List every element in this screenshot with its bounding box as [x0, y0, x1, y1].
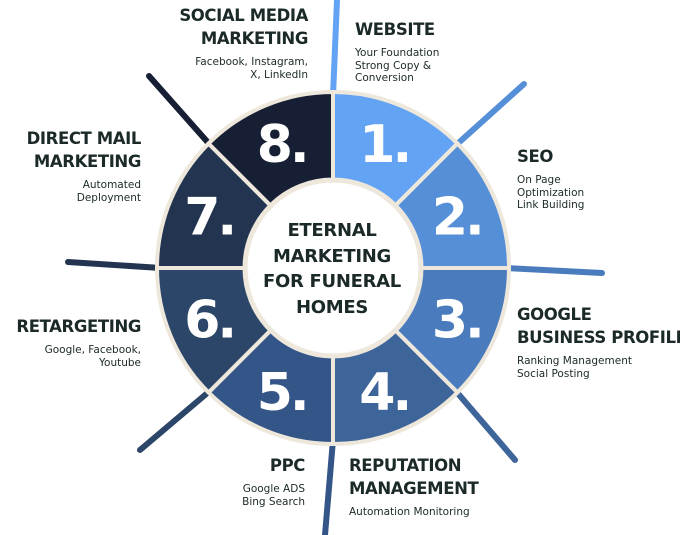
subtitle-line: Automation Monitoring [349, 506, 470, 518]
subtitle-line: Ranking Management [517, 355, 632, 367]
segment-number: 6. [184, 290, 234, 350]
center-circle [242, 177, 424, 359]
subtitle-line: Facebook, Instagram, [195, 56, 308, 68]
center-title-line: ETERNAL [287, 220, 377, 241]
segment-title: BUSINESS PROFILE [517, 328, 680, 347]
ring-outline [155, 90, 511, 446]
segment-subtitle: Google, Facebook, Youtube [16, 344, 141, 369]
subtitle-line: Social Posting [517, 367, 590, 380]
segment-title: RETARGETING [16, 317, 141, 336]
spoke-line [146, 73, 215, 150]
segment-subtitle: Ranking Management Social Posting [517, 355, 680, 380]
segment-title: REPUTATION [349, 456, 462, 475]
segment-subtitle: Automated Deployment [27, 179, 141, 204]
center-title-line: HOMES [295, 296, 369, 318]
label-social-media-marketing: SOCIAL MEDIA MARKETING Facebook, Instagr… [179, 4, 308, 81]
subtitle-line: X, LinkedIn [250, 68, 308, 81]
label-website: WEBSITE Your Foundation Strong Copy & Co… [355, 18, 439, 85]
spoke-line [322, 437, 336, 535]
label-seo: SEO On Page Optimization Link Building [517, 145, 584, 212]
subtitle-line: Bing Search [242, 495, 305, 508]
segment-number: 5. [257, 363, 307, 423]
segment-subtitle: Facebook, Instagram, X, LinkedIn [179, 56, 308, 81]
spoke-line [451, 386, 518, 463]
spoke-line [65, 259, 164, 271]
spoke-line [502, 265, 605, 276]
label-ppc: PPC Google ADS Bing Search [242, 454, 305, 508]
segment-title: WEBSITE [355, 20, 435, 39]
subtitle-line: Your Foundation [355, 47, 440, 59]
segment-title: MARKETING [200, 29, 309, 48]
segment-title: MANAGEMENT [349, 479, 479, 498]
segment-number: 8. [257, 115, 307, 175]
spoke-line [137, 386, 215, 453]
subtitle-line: Automated [82, 179, 141, 191]
subtitle-line: Google ADS [242, 483, 305, 495]
segment-title: GOOGLE [517, 305, 592, 324]
spoke-line [451, 81, 527, 150]
segment-number: 7. [184, 188, 234, 248]
segment-number: 1. [359, 115, 409, 175]
spoke-line [330, 0, 340, 99]
segment-title: PPC [269, 456, 306, 475]
subtitle-line: Youtube [99, 356, 141, 369]
label-retargeting: RETARGETING Google, Facebook, Youtube [16, 315, 141, 369]
segment-title: DIRECT MAIL [26, 129, 142, 148]
subtitle-line: Conversion [355, 72, 414, 84]
subtitle-line: Google, Facebook, [44, 344, 141, 356]
segment-subtitle: Your Foundation Strong Copy & Conversion [355, 47, 439, 85]
segment-subtitle: Automation Monitoring [349, 506, 478, 519]
label-direct-mail-marketing: DIRECT MAIL MARKETING Automated Deployme… [26, 127, 142, 204]
segment-title: SEO [517, 147, 553, 166]
subtitle-line: Deployment [76, 191, 141, 204]
label-reputation-management: REPUTATION MANAGEMENT Automation Monitor… [349, 454, 479, 519]
label-google-business-profile: GOOGLE BUSINESS PROFILE Ranking Manageme… [517, 303, 680, 380]
subtitle-line: Strong Copy & [355, 59, 432, 72]
center-title-line: FOR FUNERAL [263, 271, 401, 292]
segment-number: 2. [432, 188, 482, 248]
segment-subtitle: Google ADS Bing Search [242, 483, 305, 508]
segment-number: 4. [359, 363, 409, 423]
subtitle-line: Optimization [517, 186, 585, 199]
subtitle-line: Link Building [517, 199, 585, 211]
segment-number: 3. [432, 290, 482, 350]
segment-subtitle: On Page Optimization Link Building [517, 174, 584, 212]
center-title-line: MARKETING [272, 245, 392, 267]
segment-title: SOCIAL MEDIA [179, 6, 308, 25]
segment-title: MARKETING [33, 152, 142, 171]
subtitle-line: On Page [517, 174, 561, 186]
center-title: ETERNAL MARKETING FOR FUNERAL HOMES [252, 218, 412, 320]
